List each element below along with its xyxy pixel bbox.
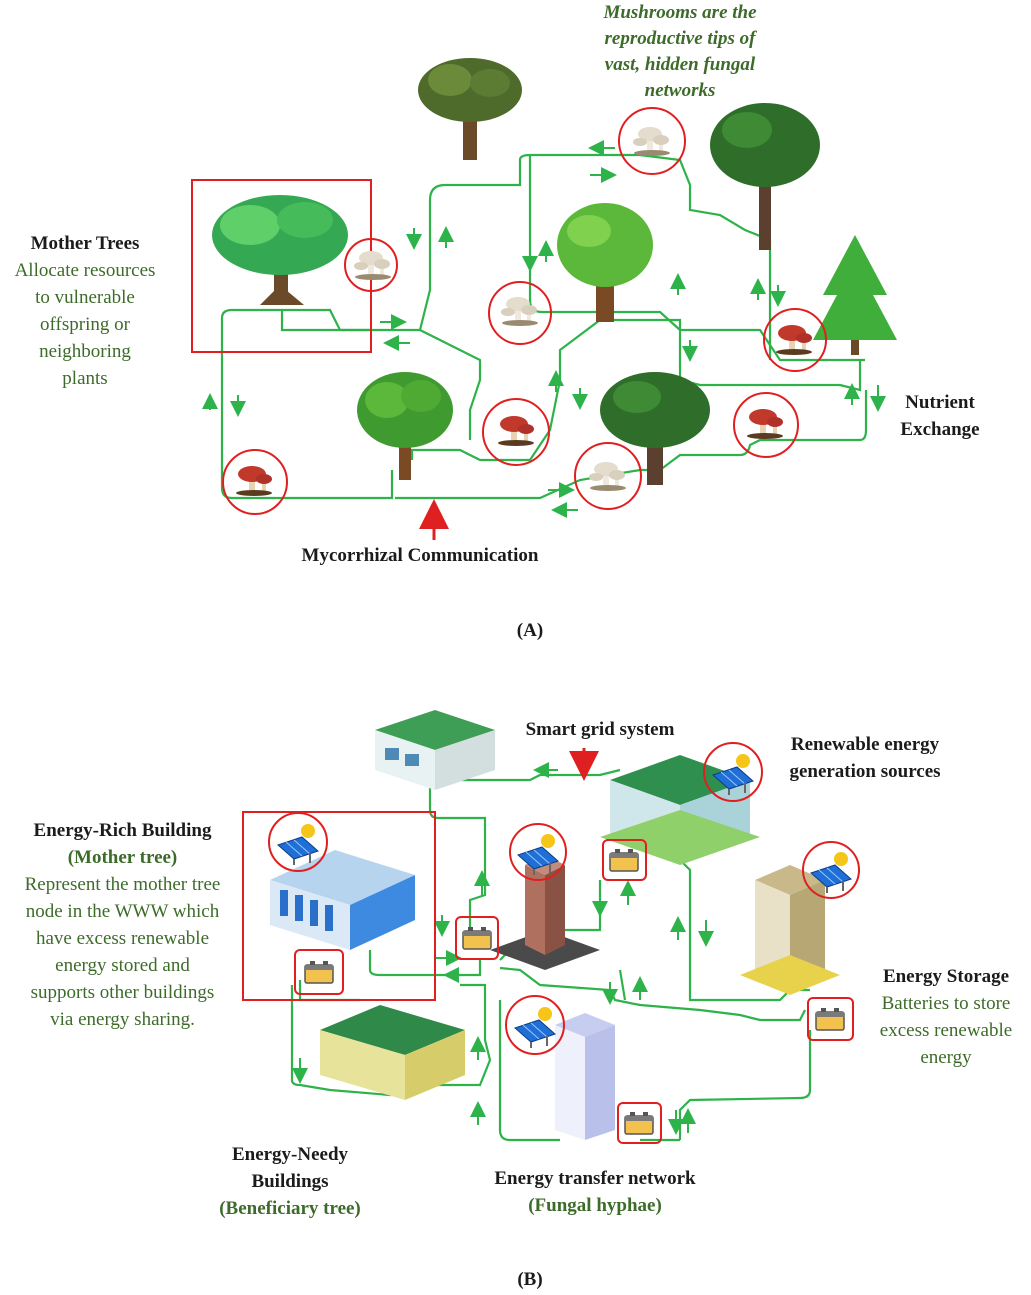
- mushrooms-note-line: reproductive tips of: [604, 28, 756, 49]
- solar-panel-icon: [514, 1006, 556, 1049]
- caption-b: (B): [517, 1269, 543, 1290]
- renewable-label: Renewable energy generation sources: [770, 731, 960, 785]
- tree-icon: [418, 58, 522, 160]
- energy-rich-desc-line: energy stored and: [55, 955, 190, 976]
- energy-storage-desc-line: energy: [920, 1047, 972, 1068]
- mushrooms-note-line: networks: [644, 80, 716, 101]
- mushroom-icon: [747, 409, 783, 439]
- energy-rich-desc-line: via energy sharing.: [50, 1009, 195, 1030]
- mother-trees-desc-line: offspring or: [40, 314, 130, 335]
- mother-trees-desc-line: to vulnerable: [35, 287, 135, 308]
- building-icon: [490, 855, 600, 970]
- caption-a: (A): [516, 620, 544, 641]
- renewable-line: generation sources: [789, 761, 941, 782]
- solar-panel-icon: [277, 823, 319, 866]
- tree-icon: [357, 372, 453, 480]
- transfer-title: Energy transfer network: [494, 1168, 696, 1189]
- energy-rich-desc-line: node in the WWW which: [25, 901, 220, 922]
- energy-rich-title: Energy-Rich Building: [33, 820, 212, 841]
- energy-storage-desc-line: excess renewable: [879, 1020, 1013, 1041]
- tree-icon: [212, 195, 348, 305]
- mushrooms-note-line: vast, hidden fungal: [604, 54, 756, 75]
- mother-trees-desc: Allocate resources to vulnerable offspri…: [0, 257, 170, 392]
- mother-trees-desc-line: neighboring: [39, 341, 131, 362]
- smart-grid-label: Smart grid system: [525, 719, 675, 740]
- energy-rich-desc: Represent the mother tree node in the WW…: [0, 871, 245, 1033]
- energy-rich-desc-line: Represent the mother tree: [24, 874, 221, 895]
- energy-storage-title: Energy Storage: [882, 966, 1010, 987]
- building-icon: [320, 1005, 465, 1100]
- mushroom-icon: [589, 462, 626, 491]
- energy-rich-highlight-box: [242, 811, 436, 1001]
- needy-title: Energy-Needy Buildings: [195, 1141, 385, 1195]
- building-icon: [555, 1013, 615, 1140]
- flow-arrows-a: [202, 140, 886, 518]
- building-icon: [375, 710, 495, 790]
- mycorrhizal-label: Mycorrhizal Communication: [301, 545, 539, 566]
- mushroom-icon: [354, 251, 391, 280]
- tree-icon: [710, 103, 820, 250]
- battery-icon: [304, 960, 334, 984]
- nutrient-exchange-line: Exchange: [900, 419, 980, 440]
- energy-rich-sub: (Mother tree): [67, 847, 178, 868]
- battery-icon: [462, 926, 492, 950]
- energy-storage-desc-line: Batteries to store: [881, 993, 1011, 1014]
- renewable-line: Renewable energy: [790, 734, 940, 755]
- needy-title-line: Buildings: [251, 1171, 329, 1192]
- building-icon: [270, 850, 415, 950]
- needy-sub: (Beneficiary tree): [219, 1198, 361, 1219]
- battery-icon: [815, 1007, 845, 1031]
- building-icon: [740, 865, 840, 995]
- panel-b: [242, 710, 860, 1144]
- mushroom-circles: [222, 107, 827, 515]
- nutrient-exchange-label: Nutrient Exchange: [885, 389, 995, 443]
- mother-trees-title: Mother Trees: [30, 233, 140, 254]
- mushroom-icon: [776, 325, 812, 355]
- mushroom-icon: [236, 466, 272, 496]
- mother-trees-desc-line: plants: [62, 368, 108, 389]
- transfer-sub: (Fungal hyphae): [528, 1195, 662, 1216]
- nutrient-exchange-line: Nutrient: [905, 392, 975, 413]
- solar-circles: [268, 742, 860, 1055]
- mushroom-icon: [633, 127, 670, 156]
- battery-boxes: [294, 839, 854, 1144]
- energy-rich-desc-line: supports other buildings: [30, 982, 215, 1003]
- battery-icon: [624, 1111, 654, 1135]
- mushroom-icon: [501, 297, 538, 326]
- mushroom-icon: [498, 416, 534, 446]
- panel-a: [191, 58, 897, 540]
- mother-trees-desc-line: Allocate resources: [14, 260, 156, 281]
- tree-icon: [813, 235, 897, 355]
- energy-rich-desc-line: have excess renewable: [35, 928, 209, 949]
- battery-icon: [609, 848, 639, 872]
- tree-icon: [557, 203, 653, 322]
- mushrooms-note: Mushrooms are the reproductive tips of v…: [570, 0, 790, 104]
- needy-title-line: Energy-Needy: [231, 1144, 349, 1165]
- energy-storage-desc: Batteries to store excess renewable ener…: [862, 990, 1030, 1071]
- flow-arrows-b: [292, 762, 714, 1135]
- tree-icon: [600, 372, 710, 485]
- mushrooms-note-line: Mushrooms are the: [603, 2, 757, 23]
